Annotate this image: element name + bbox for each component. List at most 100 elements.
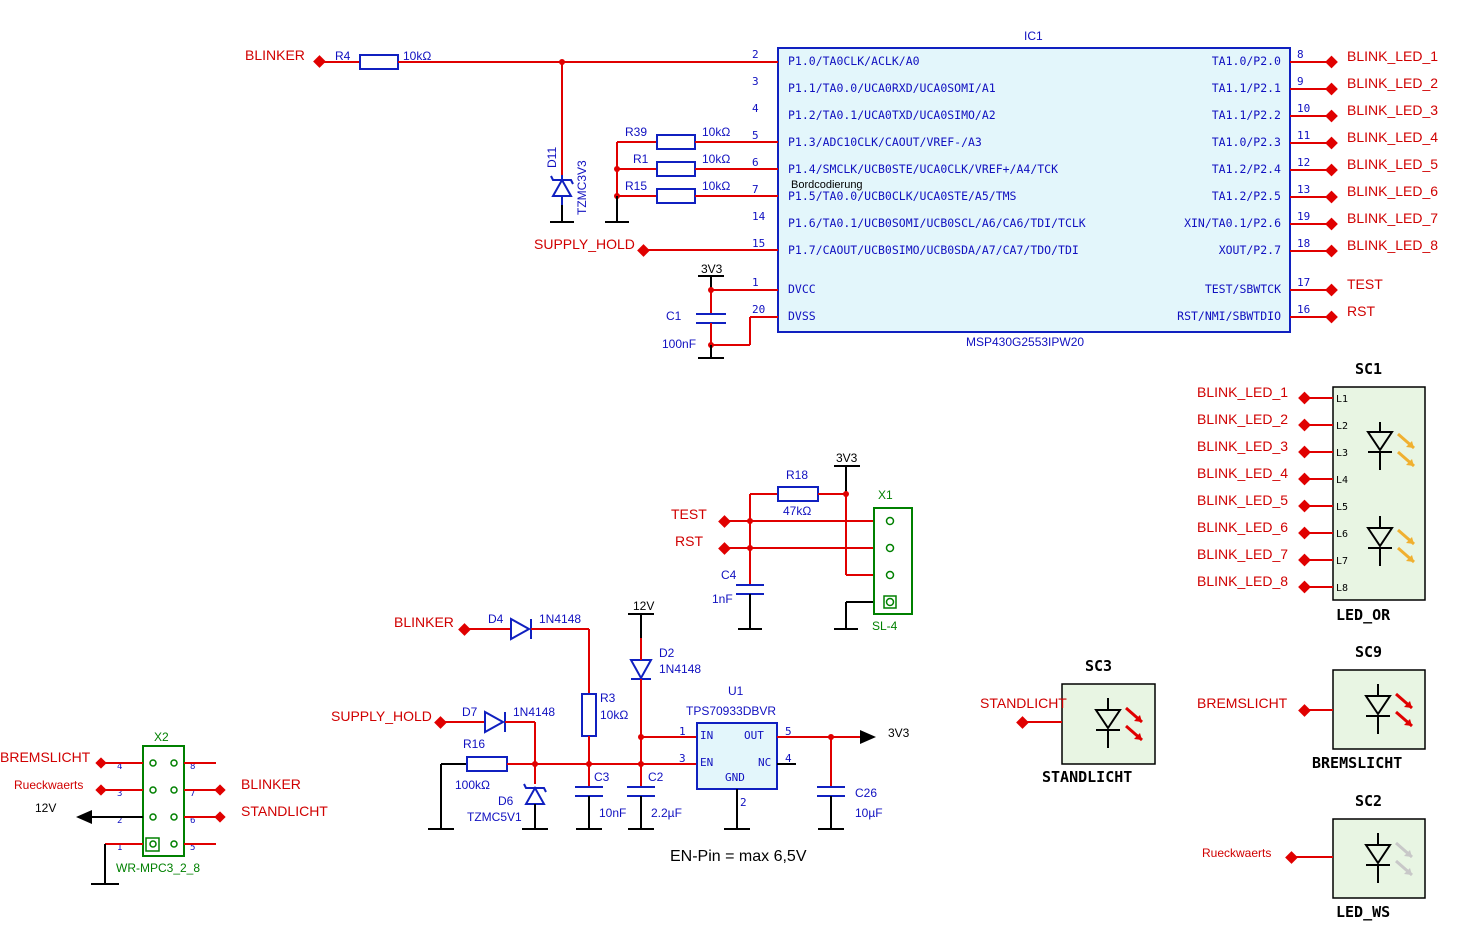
rst-port[interactable] [718,542,731,555]
svg-text:3: 3 [679,752,686,765]
svg-text:3: 3 [117,789,122,799]
standlicht-label: STANDLICHT [241,803,328,819]
blinker-label: BLINKER [245,47,305,63]
standlicht-port[interactable] [1016,716,1029,729]
net-label: BLINK_LED_3 [1197,438,1288,454]
net-port[interactable] [1325,109,1338,123]
ic1-left-pins: P1.0/TA0CLK/ACLK/A02P1.1/TA0.0/UCA0RXD/U… [752,48,1086,323]
rueckwaerts-port[interactable] [95,784,107,796]
svg-text:2: 2 [740,796,747,809]
ic1-pin-name: TA1.0/P2.3 [1212,135,1281,149]
programming-header: 3V3 R18 47kΩ TEST RST C4 1nF X1 [671,451,913,633]
r1 [656,161,696,177]
sc1-module: SC1 LED_OR L1BLINK_LED_1L2BLINK_LED_2L3B… [1197,360,1426,624]
c26-ref: C26 [855,786,877,800]
net-port[interactable] [1298,499,1311,513]
svg-text:8: 8 [190,762,195,772]
svg-text:4: 4 [785,752,792,765]
d11-ref: D11 [545,147,559,168]
blinker-label: BLINKER [241,776,301,792]
r18-ref: R18 [786,468,808,482]
d2-ref: D2 [659,646,675,660]
u1-pin-gnd: GND [725,771,745,784]
net-port[interactable] [1325,163,1338,177]
d6-ref: D6 [498,794,514,808]
ic1-pin-number: 13 [1297,183,1310,196]
sc1-pin-label: L4 [1336,475,1348,486]
net-port[interactable] [1298,472,1311,486]
sc9-module: SC9 BREMSLICHT BREMSLICHT [1197,643,1426,772]
c4-value: 1nF [712,592,733,606]
c3-value: 10nF [599,806,626,820]
x2-value: WR-MPC3_2_8 [116,861,200,875]
standlicht-label: STANDLICHT [980,695,1067,711]
net-port[interactable] [1298,580,1311,594]
u1-pin-in: IN [700,729,713,742]
ic1-note: Bordcodierung [791,179,863,191]
sc2-body [1332,818,1426,899]
net-port[interactable] [1325,310,1338,324]
sc2-value: LED_WS [1336,903,1390,921]
net-port[interactable] [1325,136,1338,150]
sc3-value: STANDLICHT [1042,768,1132,786]
r16-ref: R16 [463,737,485,751]
net-port[interactable] [1325,283,1338,297]
v3v3-label: 3V3 [888,726,910,740]
supply-hold-port[interactable] [637,244,650,257]
net-label: BLINK_LED_7 [1197,546,1288,562]
led-icon [1364,833,1413,883]
svg-text:4: 4 [117,762,122,772]
ic1-pin-number: 2 [752,48,759,61]
sc9-value: BREMSLICHT [1312,754,1402,772]
ic1-pin-number: 1 [752,276,759,289]
ic1-pin-number: 20 [752,303,765,316]
blinker-port[interactable] [214,784,226,796]
net-port[interactable] [1298,445,1311,459]
supply-hold-port[interactable] [434,716,447,729]
standlicht-port[interactable] [214,811,226,823]
ic1-pin-name: XIN/TA0.1/P2.6 [1184,216,1281,230]
r18 [777,486,819,502]
svg-text:5: 5 [785,725,792,738]
ic1-pin-number: 18 [1297,237,1310,250]
d11-value: TZMC3V3 [575,160,589,215]
net-port[interactable] [1298,526,1311,540]
sc1-ref: SC1 [1355,360,1382,378]
blinker-port[interactable] [313,55,326,68]
sc1-pin-label: L3 [1336,448,1348,459]
r4-ref: R4 [335,49,351,63]
net-port[interactable] [1325,82,1338,96]
r4 [359,54,399,70]
net-port[interactable] [1298,418,1311,432]
d4-value: 1N4148 [539,612,581,626]
x1 [873,507,913,615]
ic1-pin-number: 4 [752,102,759,115]
u1-pin-out: OUT [744,729,764,742]
svg-text:6: 6 [190,816,195,826]
bremslicht-port[interactable] [95,757,107,769]
net-port[interactable] [1325,190,1338,204]
ic1-pin-number: 14 [752,210,766,223]
ic1-pin-name: P1.2/TA0.1/UCA0TXD/UCA0SIMO/A2 [788,108,996,122]
svg-text:5: 5 [190,843,195,853]
ic1-pin-name: P1.7/CAOUT/UCB0SIMO/UCB0SDA/A7/CA7/TDO/T… [788,243,1079,257]
ic1-pin-number: 15 [752,237,765,250]
sc1-pin-label: L6 [1336,529,1348,540]
ic1-pin-number: 5 [752,129,759,142]
net-port[interactable] [1325,217,1338,231]
net-port[interactable] [1298,553,1311,567]
c1-ref: C1 [666,309,682,323]
r3-value: 10kΩ [600,708,628,722]
net-port[interactable] [1325,55,1338,69]
net-port[interactable] [1298,391,1311,405]
sc3-ref: SC3 [1085,657,1112,675]
rueckwaerts-port[interactable] [1285,851,1298,864]
rueckwaerts-label: Rueckwaerts [14,778,83,792]
net-port[interactable] [1325,244,1338,258]
d7-ref: D7 [462,705,478,719]
ic1-pin-name: P1.5/TA0.0/UCB0CLK/UCA0STE/A5/TMS [788,189,1017,203]
bremslicht-port[interactable] [1298,704,1311,717]
test-port[interactable] [718,515,731,528]
blinker-port[interactable] [458,623,471,636]
ic1-pin-number: 12 [1297,156,1310,169]
